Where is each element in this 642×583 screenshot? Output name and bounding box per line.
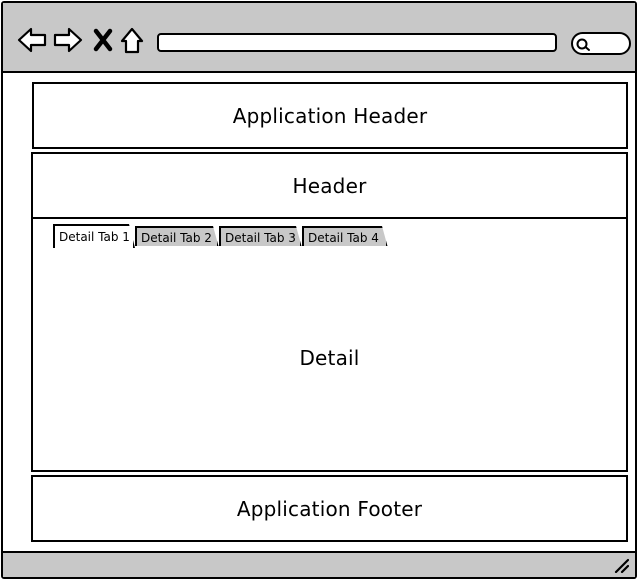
search-button[interactable] xyxy=(571,32,631,55)
section-header: Header xyxy=(31,152,628,219)
detail-panel: Detail xyxy=(31,246,628,472)
tab-label: Detail Tab 2 xyxy=(141,231,212,245)
application-header-label: Application Header xyxy=(232,103,428,128)
close-x-icon[interactable] xyxy=(91,25,121,55)
tab-detail-4[interactable]: Detail Tab 4 xyxy=(302,226,388,248)
tab-detail-3[interactable]: Detail Tab 3 xyxy=(219,226,302,248)
application-footer: Application Footer xyxy=(31,475,628,542)
tab-label: Detail Tab 3 xyxy=(225,231,296,245)
detail-tab-bar: Detail Tab 1 Detail Tab 2 Detail Tab 3 D… xyxy=(31,218,628,248)
browser-statusbar xyxy=(3,551,635,577)
home-icon[interactable] xyxy=(119,25,149,55)
detail-panel-label: Detail xyxy=(299,346,360,370)
tab-detail-1[interactable]: Detail Tab 1 xyxy=(53,224,135,248)
application-footer-label: Application Footer xyxy=(236,496,423,521)
tab-label: Detail Tab 4 xyxy=(308,231,379,245)
tab-label: Detail Tab 1 xyxy=(59,230,130,244)
page-content: Application Header Header Detail Tab 1 D… xyxy=(29,81,629,547)
magnifier-icon xyxy=(576,38,590,51)
browser-toolbar xyxy=(3,3,635,73)
application-header: Application Header xyxy=(32,82,628,149)
section-header-label: Header xyxy=(292,173,367,198)
forward-arrow-icon[interactable] xyxy=(53,25,83,55)
tab-detail-2[interactable]: Detail Tab 2 xyxy=(135,226,219,248)
resize-grip-icon[interactable] xyxy=(613,557,630,574)
back-arrow-icon[interactable] xyxy=(17,25,47,55)
address-bar-input[interactable] xyxy=(157,33,557,52)
